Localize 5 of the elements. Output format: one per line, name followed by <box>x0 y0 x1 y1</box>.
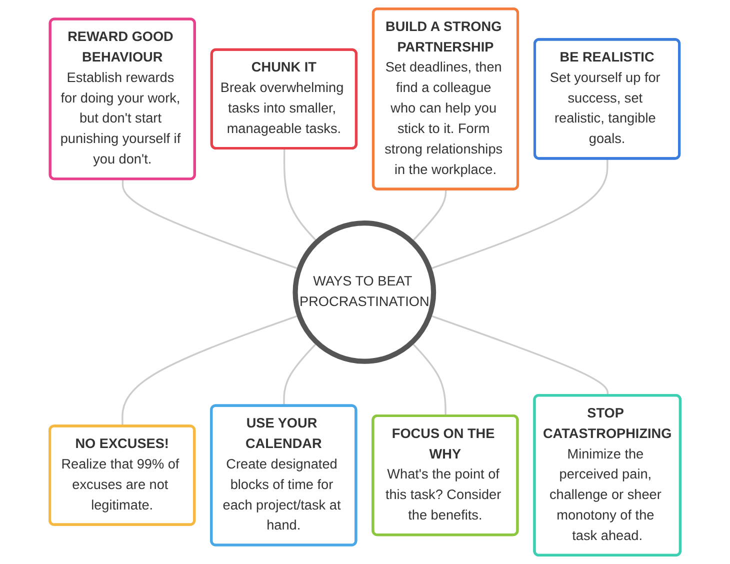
connector <box>411 342 446 416</box>
node-circle: WAYS TO BEAT PROCRASTINATION <box>292 220 436 364</box>
connector <box>411 189 447 242</box>
connector <box>283 148 318 242</box>
connector <box>283 342 318 406</box>
